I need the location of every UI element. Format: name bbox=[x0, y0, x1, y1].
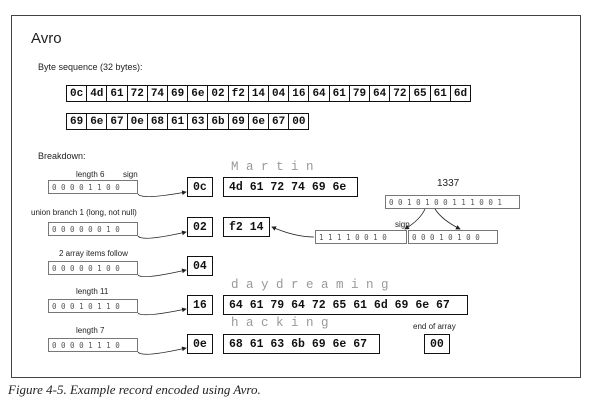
byte-cell: 00 bbox=[292, 115, 306, 128]
number-bits-arrow-right bbox=[434, 208, 461, 230]
name-length-label: length 6 bbox=[76, 170, 105, 179]
name-letters: M a r t i n bbox=[231, 160, 314, 174]
byte-cell: 02 bbox=[208, 86, 229, 101]
name-value-bytes: 4d 61 72 74 69 6e bbox=[223, 177, 358, 197]
byte-cell: 72 bbox=[390, 86, 411, 101]
number-encoded-bits-high: 0 0 0 1 0 1 0 0 bbox=[408, 230, 498, 244]
byte-cell: 61 bbox=[330, 86, 350, 101]
byte-cell: 16 bbox=[289, 86, 310, 101]
byte-cell: 69 bbox=[229, 114, 249, 129]
item1-length-label: length 11 bbox=[76, 287, 109, 296]
byte-cell: f2 bbox=[229, 86, 249, 101]
breakdown-label: Breakdown: bbox=[38, 151, 86, 161]
end-of-array-byte: 00 bbox=[424, 334, 450, 354]
union-branch-label: union branch 1 (long, not null) bbox=[31, 208, 137, 217]
byte-sequence-label: Byte sequence (32 bytes): bbox=[38, 62, 143, 72]
union-branch-bits: 0 0 0 0 0 0 1 0 bbox=[48, 222, 138, 236]
byte-cell: 74 bbox=[148, 86, 169, 101]
figure-caption: Figure 4-5. Example record encoded using… bbox=[8, 382, 261, 397]
number-bytes-arrow bbox=[271, 226, 315, 238]
item1-length-bits: 0 0 0 1 0 1 1 0 bbox=[48, 299, 138, 313]
union-branch-byte: 02 bbox=[187, 217, 213, 237]
name-length-bits: 0 0 0 0 1 1 0 0 bbox=[48, 180, 138, 194]
byte-cell: 6e bbox=[188, 86, 209, 101]
byte-cell: 67 bbox=[107, 114, 128, 129]
number-encoded-bits-low: 1 1 1 1 0 0 1 0 bbox=[315, 230, 407, 244]
byte-cell: 68 bbox=[148, 114, 169, 129]
item2-length-arrow bbox=[137, 346, 187, 355]
byte-cell: 67 bbox=[269, 114, 290, 129]
byte-cell: 6e bbox=[87, 114, 108, 129]
number-bits-arrow-left bbox=[404, 208, 426, 230]
name-sign-label: sign bbox=[123, 170, 138, 179]
byte-cell: 63 bbox=[188, 114, 209, 129]
byte-cell: 61 bbox=[107, 86, 128, 101]
item2-length-byte: 0e bbox=[187, 334, 213, 354]
figure-frame bbox=[11, 15, 581, 378]
union-branch-arrow bbox=[137, 230, 187, 239]
byte-cell: 72 bbox=[128, 86, 148, 101]
byte-cell: 04 bbox=[269, 86, 290, 101]
byte-cell: 79 bbox=[350, 86, 371, 101]
byte-cell: 4d bbox=[87, 86, 108, 101]
end-of-array-label: end of array bbox=[413, 322, 456, 331]
byte-cell: 6d bbox=[453, 87, 468, 100]
number-value-bytes: f2 14 bbox=[223, 217, 270, 237]
array-count-byte: 04 bbox=[187, 256, 213, 276]
item2-length-bits: 0 0 0 0 1 1 1 0 bbox=[48, 338, 138, 352]
byte-cell: 64 bbox=[370, 86, 391, 101]
figure-title: Avro bbox=[31, 30, 62, 47]
byte-cell: 69 bbox=[67, 114, 88, 129]
item2-letters: h a c k i n g bbox=[231, 316, 329, 330]
byte-cell: 14 bbox=[249, 86, 270, 101]
byte-cell: 61 bbox=[168, 114, 189, 129]
byte-cell: 65 bbox=[410, 86, 431, 101]
item1-length-arrow bbox=[137, 307, 187, 316]
array-count-bits: 0 0 0 0 0 1 0 0 bbox=[48, 261, 138, 275]
item2-value-bytes: 68 61 63 6b 69 6e 67 bbox=[223, 334, 380, 354]
number-sign-label: sign bbox=[395, 220, 410, 229]
byte-cell: 0e bbox=[128, 114, 148, 129]
byte-cell: 69 bbox=[168, 86, 189, 101]
item1-length-byte: 16 bbox=[187, 295, 213, 315]
name-length-byte: 0c bbox=[187, 177, 213, 197]
name-length-arrow bbox=[137, 190, 187, 197]
number-decimal-value: 1337 bbox=[437, 178, 460, 189]
array-count-label: 2 array items follow bbox=[59, 249, 128, 258]
byte-cell: 61 bbox=[431, 86, 451, 101]
array-count-arrow bbox=[137, 268, 187, 278]
byte-cell: 0c bbox=[67, 86, 88, 101]
number-binary-bits: 0 0 1 0 1 0 0 1 1 1 0 0 1 bbox=[385, 195, 520, 209]
byte-cell: 6e bbox=[249, 114, 270, 129]
item1-letters: d a y d r e a m i n g bbox=[231, 278, 389, 292]
item1-value-bytes: 64 61 79 64 72 65 61 6d 69 6e 67 bbox=[223, 295, 468, 315]
byte-cell: 6b bbox=[208, 114, 229, 129]
byte-cell: 64 bbox=[309, 86, 330, 101]
item2-length-label: length 7 bbox=[76, 326, 105, 335]
